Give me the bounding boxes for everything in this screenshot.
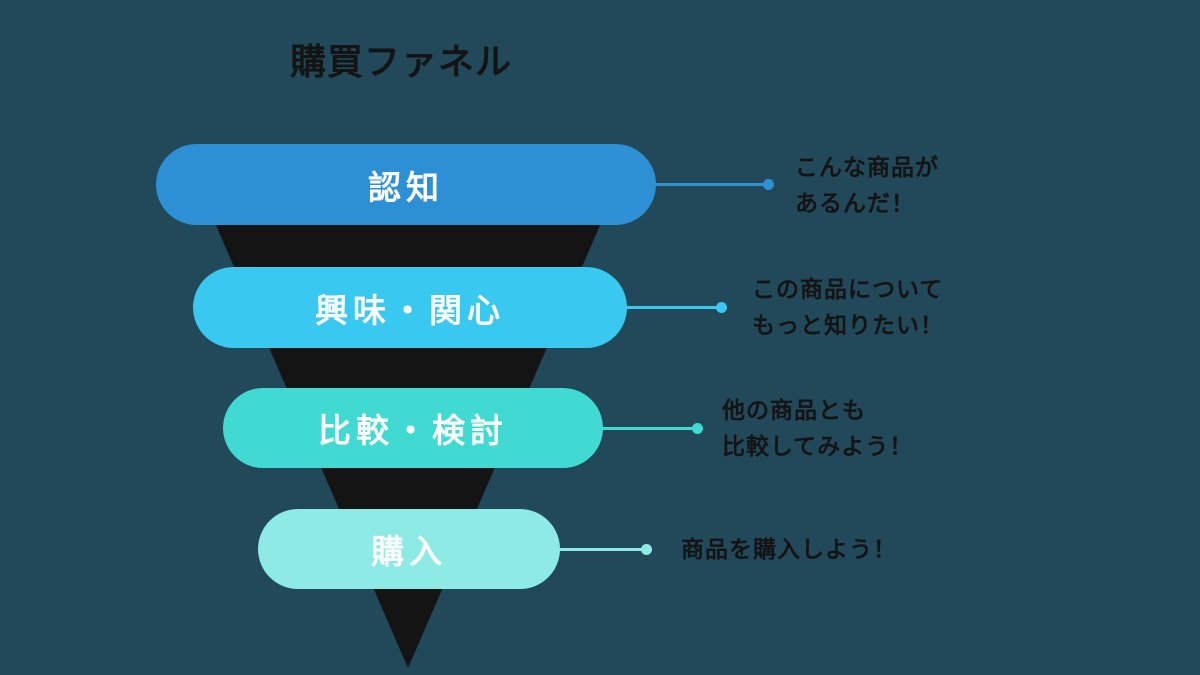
- annotation-interest-line-1: この商品について: [752, 276, 944, 302]
- funnel-stage-purchase: 購入: [258, 509, 560, 589]
- stage-label-awareness: 認知: [368, 168, 444, 206]
- connector-line-comparison: [598, 427, 694, 430]
- annotation-awareness-line-1: こんな商品が: [795, 154, 939, 180]
- funnel-stage-comparison: 比較・検討: [223, 388, 603, 468]
- annotation-interest-line-2: もっと知りたい！: [752, 312, 944, 338]
- stage-label-purchase: 購入: [371, 533, 447, 570]
- connector-line-interest: [622, 306, 719, 309]
- connector-line-purchase: [556, 548, 643, 551]
- connector-dot-comparison: [692, 423, 703, 434]
- diagram-title: 購買ファネル: [290, 41, 513, 82]
- connector-dot-awareness: [763, 179, 774, 190]
- funnel-stage-awareness: 認知: [156, 144, 656, 225]
- annotation-awareness: こんな商品が あるんだ！: [795, 149, 939, 221]
- annotation-interest: この商品について もっと知りたい！: [752, 271, 944, 343]
- annotation-purchase: 商品を購入しよう！: [681, 531, 897, 567]
- connector-line-awareness: [650, 183, 766, 186]
- annotation-comparison-line-2: 比較してみよう！: [722, 433, 914, 459]
- annotation-comparison-line-1: 他の商品とも: [722, 397, 866, 423]
- annotation-purchase-line-1: 商品を購入しよう！: [681, 536, 897, 562]
- annotation-comparison: 他の商品とも 比較してみよう！: [722, 392, 913, 464]
- annotation-awareness-line-2: あるんだ！: [795, 190, 915, 216]
- connector-dot-purchase: [641, 544, 652, 555]
- stage-label-comparison: 比較・検討: [318, 412, 508, 449]
- stage-label-interest: 興味・関心: [315, 291, 505, 329]
- funnel-stage-interest: 興味・関心: [193, 267, 627, 348]
- connector-dot-interest: [716, 302, 727, 313]
